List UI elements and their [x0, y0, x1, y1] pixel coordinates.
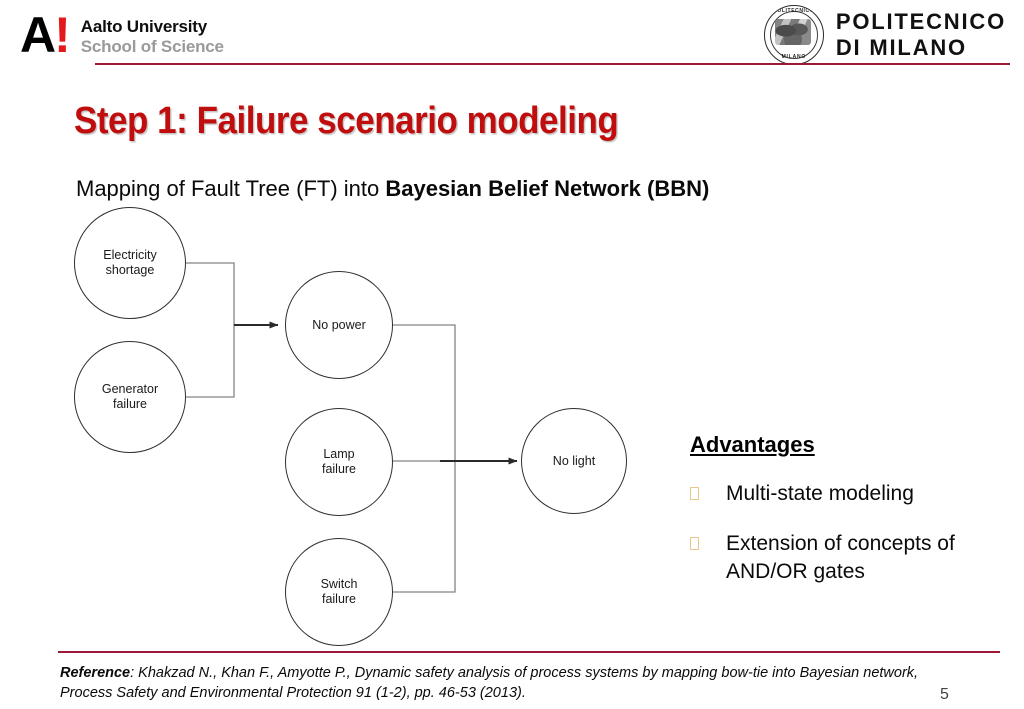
- seal-inner-ring: [769, 11, 818, 59]
- advantages-panel: Advantages Multi-state modeling Extensio…: [690, 432, 1010, 608]
- slide-subtitle: Mapping of Fault Tree (FT) into Bayesian…: [76, 176, 709, 202]
- aalto-university-logo: A! Aalto University School of Science: [20, 10, 224, 60]
- seal-bottom-label: MILANO: [781, 54, 807, 60]
- bullet-square-icon: [690, 487, 699, 500]
- seal-engraving: [774, 19, 811, 45]
- edge-group-causes-to-no-power: [186, 262, 279, 398]
- politecnico-line2: DI MILANO: [835, 35, 967, 60]
- slide-header: A! Aalto University School of Science PO…: [0, 0, 1024, 72]
- politecnico-line1: POLITECNICO: [835, 9, 1006, 34]
- node-no-light[interactable]: No light: [521, 408, 627, 514]
- aalto-school-text: School of Science: [80, 37, 224, 56]
- slide-title: Step 1: Failure scenario modeling: [74, 100, 619, 142]
- reference-citation: Reference: Khakzad N., Khan F., Amyotte …: [60, 663, 960, 703]
- reference-body: : Khakzad N., Khan F., Amyotte P., Dynam…: [60, 665, 919, 701]
- bullet-square-icon: [690, 537, 699, 550]
- politecnico-seal-icon: POLITECNICO MILANO: [763, 5, 824, 65]
- advantage-text: Multi-state modeling: [726, 482, 914, 505]
- page-number: 5: [940, 686, 949, 703]
- footer-divider: [58, 651, 1000, 653]
- subtitle-bold-part: Bayesian Belief Network (BBN): [385, 176, 710, 201]
- seal-top-label: POLITECNICO: [773, 8, 815, 14]
- politecnico-di-milano-logo: POLITECNICO MILANO POLITECNICO DI MILANO: [763, 5, 1006, 65]
- politecnico-wordmark: POLITECNICO DI MILANO: [836, 9, 1006, 61]
- aalto-exclamation-mark: !: [54, 7, 71, 63]
- subtitle-plain-part: Mapping of Fault Tree (FT) into: [76, 176, 386, 201]
- node-label: No power: [312, 317, 366, 332]
- advantage-item: Extension of concepts of AND/OR gates: [690, 530, 1010, 586]
- advantage-item: Multi-state modeling: [690, 480, 1010, 508]
- reference-label: Reference: [60, 665, 131, 681]
- aalto-letter-a: A: [20, 7, 56, 63]
- node-no-power[interactable]: No power: [285, 271, 393, 379]
- advantages-heading: Advantages: [690, 432, 815, 457]
- aalto-wordmark: Aalto University School of Science: [81, 12, 224, 57]
- node-label: No light: [552, 453, 596, 468]
- aalto-university-text: Aalto University: [80, 17, 207, 36]
- header-divider: [95, 63, 1010, 65]
- advantage-text: Extension of concepts of AND/OR gates: [726, 532, 955, 583]
- edge-group-causes-to-no-light: [393, 324, 518, 593]
- aalto-a-bang-mark: A!: [20, 10, 71, 60]
